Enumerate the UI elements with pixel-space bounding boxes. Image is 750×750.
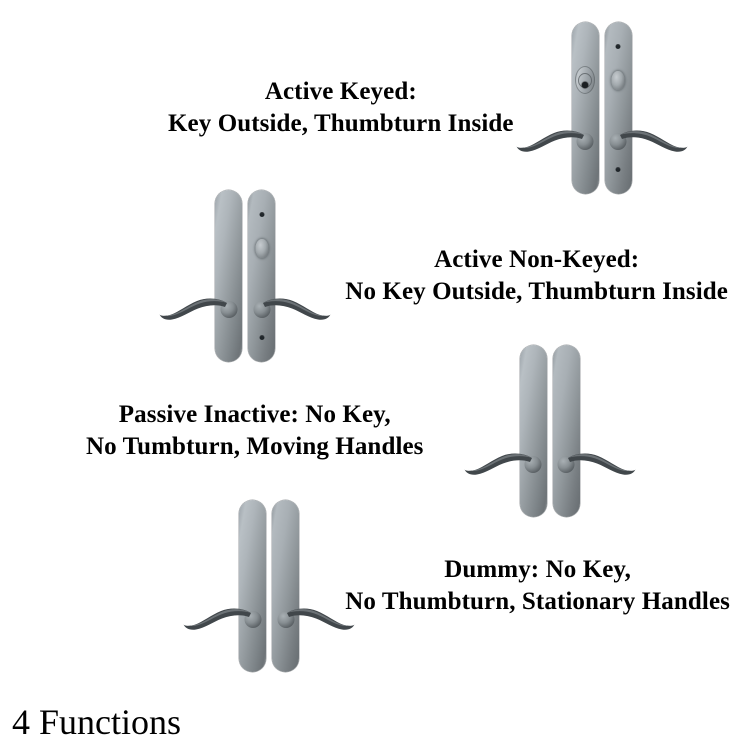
function-row-dummy: Dummy: No Key, No Thumbturn, Stationary … [0, 500, 750, 672]
caption-line: Active Non-Keyed: [434, 245, 640, 273]
exterior-plate-with-keyhole [516, 22, 599, 194]
exterior-plate-blank [159, 190, 243, 362]
lever-handle-left-icon [464, 453, 532, 475]
cylinder-ring [578, 73, 593, 89]
escutcheon-plate-left [571, 22, 599, 194]
interior-plate-blank [552, 345, 636, 517]
footer-caption: 4 Functions [12, 702, 182, 742]
interior-plate-with-thumbturn [604, 22, 688, 194]
caption-line: No Thumbturn, Stationary Handles [345, 588, 730, 615]
caption-active-keyed: Active Keyed: Key Outside, Thumbturn Ins… [168, 76, 514, 141]
escutcheon-plate-right [604, 22, 632, 194]
interior-plate-blank [272, 500, 355, 672]
exterior-plate-blank [464, 345, 547, 517]
lever-handle-left-icon [159, 298, 228, 320]
caption-line: Active Keyed: [264, 77, 417, 105]
lever-handle-right-icon [619, 130, 688, 152]
caption-line: No Tumbturn, Moving Handles [86, 433, 424, 460]
caption-passive-inactive: Passive Inactive: No Key, No Tumbturn, M… [86, 399, 424, 464]
caption-line: Passive Inactive: No Key, [118, 400, 391, 428]
function-row-active-keyed: Active Keyed: Key Outside, Thumbturn Ins… [0, 22, 750, 194]
caption-line: Dummy: No Key, [444, 555, 632, 583]
door-hardware-passive-inactive [464, 345, 636, 517]
lever-handle-right-icon [567, 453, 636, 475]
door-hardware-active-non-keyed [159, 190, 331, 362]
caption-line: Key Outside, Thumbturn Inside [168, 110, 514, 137]
escutcheon-plate-left [215, 190, 243, 362]
function-row-passive-inactive: Passive Inactive: No Key, No Tumbturn, M… [0, 345, 750, 517]
lever-handle-right-icon [263, 298, 331, 320]
escutcheon-plate-right [552, 345, 580, 517]
caption-dummy: Dummy: No Key, No Thumbturn, Stationary … [345, 554, 730, 619]
lever-handle-right-icon [287, 608, 355, 630]
caption-active-non-keyed: Active Non-Keyed: No Key Outside, Thumbt… [345, 244, 728, 309]
lever-handle-left-icon [183, 608, 252, 630]
escutcheon-plate-right [272, 500, 300, 672]
door-hardware-active-keyed [516, 22, 688, 194]
key-cylinder-icon [575, 66, 596, 94]
thumbturn-icon [255, 239, 269, 258]
escutcheon-plate-left [519, 345, 547, 517]
escutcheon-plate-left [239, 500, 267, 672]
escutcheon-plate-right [248, 190, 276, 362]
interior-plate-with-thumbturn [248, 190, 331, 362]
screw-hole-bottom-icon [615, 167, 621, 172]
lever-handle-left-icon [516, 130, 584, 152]
function-row-active-non-keyed: Active Non-Keyed: No Key Outside, Thumbt… [0, 190, 750, 362]
screw-hole-top-icon [615, 44, 621, 49]
door-hardware-dummy [183, 500, 355, 672]
caption-line: No Key Outside, Thumbturn Inside [345, 278, 728, 305]
exterior-plate-blank [183, 500, 267, 672]
screw-hole-bottom-icon [259, 335, 265, 340]
thumbturn-icon [611, 71, 625, 90]
screw-hole-top-icon [259, 212, 265, 217]
